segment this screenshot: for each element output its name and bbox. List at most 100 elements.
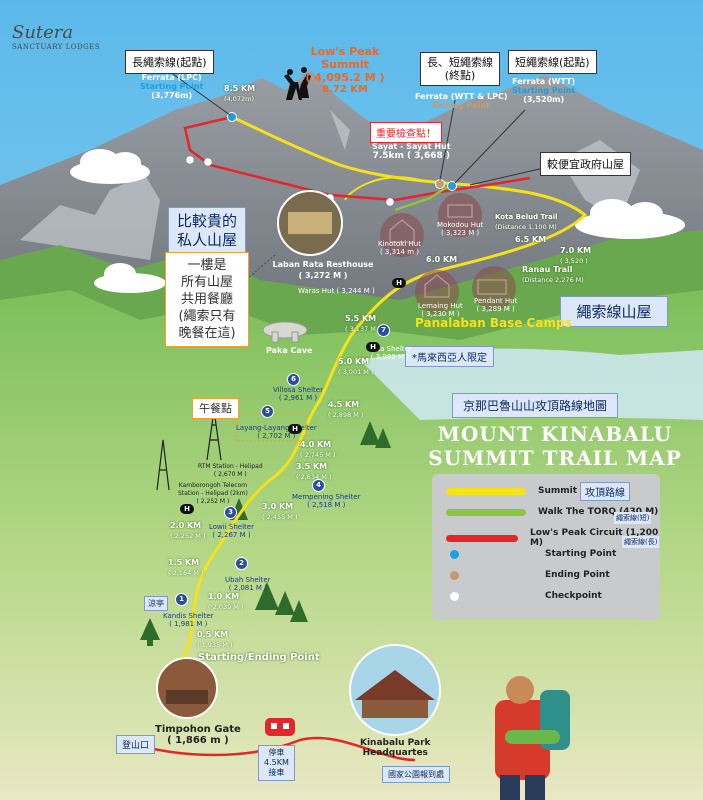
hiker-illustration <box>495 676 570 800</box>
lpc-start-cn: 長繩索線(起點) <box>125 50 214 74</box>
logo-name: Sutera <box>12 22 74 43</box>
trail-parking <box>119 736 416 762</box>
pendant-label: Pendant Hut( 3,289 M ) <box>474 297 518 313</box>
shelter-number-badge: 6 <box>287 373 300 386</box>
kota-belud-label: Kota Belud Trail(Distance 1,100 M) <box>495 213 558 231</box>
callout-lines <box>169 71 549 186</box>
mountain-snow <box>20 110 640 260</box>
parking-icon <box>265 718 295 736</box>
lunch-spot-box <box>235 412 307 442</box>
trees <box>140 421 391 646</box>
legend-lpc-cn: 繩索線(長) <box>622 536 660 548</box>
gate-cn: 登山口 <box>116 735 156 754</box>
legend-item: Low's Peak Circuit (1,200 M) <box>446 528 660 548</box>
waras-label: Waras Hut ( 3,244 M ) <box>298 287 375 295</box>
end-cn: 長、短繩索線 (終點) <box>420 52 500 86</box>
distance-marker-km: 7.0 KM <box>560 246 592 255</box>
rope-hut-cn: 繩索線山屋 <box>560 296 668 327</box>
distance-marker: 3.0 KM( 2,455 M ) <box>262 502 298 522</box>
legend-item: Walk The TORQ (430 M) <box>446 507 658 517</box>
legend-item: Checkpoint <box>446 591 602 601</box>
shelter-number-badge: 3 <box>224 506 237 519</box>
trail-summit <box>176 115 588 666</box>
lunch-cn: 午餐點 <box>192 398 239 419</box>
gov-hut-cn: 較便宜政府山屋 <box>540 152 631 176</box>
paka-cave-label: Paka Cave <box>266 346 313 355</box>
legend-label: Starting Point <box>545 549 617 559</box>
distance-marker-km: 5.0 KM <box>338 357 370 366</box>
start-point-wtt <box>447 181 457 191</box>
panalaban-label: Panalaban Base Camps <box>415 316 572 330</box>
climbers-silhouette <box>284 67 311 100</box>
end-info: Ferrata (WTT & LPC) Ending Point <box>415 92 508 110</box>
distance-marker-elev: ( 2,039 M ) <box>208 603 244 611</box>
distance-marker: 3.5 KM( 2,634 M ) <box>296 462 332 482</box>
timpohon-photo <box>156 657 218 719</box>
end-point <box>435 179 445 189</box>
legend-line-swatch <box>446 534 518 542</box>
distance-marker: 4.5 KM( 2,898 M ) <box>328 400 364 420</box>
distance-marker-elev: (4,072m) <box>224 95 255 103</box>
start-end-label: Starting/Ending Point <box>198 652 320 663</box>
legend-item: Starting Point <box>446 549 616 559</box>
legend-summit-cn: 攻頂路線 <box>580 482 630 501</box>
helipad-icon: H <box>392 278 406 288</box>
map-title-line1: MOUNT KINABALU <box>437 422 673 446</box>
helipad-icon: H <box>366 342 380 352</box>
distance-marker-elev: ( 3,137 M ) <box>345 325 381 333</box>
distance-marker-elev: ( 2,745 M ) <box>300 451 336 459</box>
map-title-line2: SUMMIT TRAIL MAP <box>428 446 682 470</box>
trail-wtt <box>394 183 451 212</box>
checkpoint-cn: 重要檢查點！ <box>370 122 442 143</box>
distance-marker-elev: ( 1,935 M ) <box>197 641 233 649</box>
ubah-label: Ubah Shelter( 2,081 M ) <box>225 576 271 592</box>
layang-label: Layang-Layang Shelter( 2,702 M ) <box>236 424 317 440</box>
distance-marker: 7.0 KM ( 3,520 ) <box>560 246 591 266</box>
legend-label: Ending Point <box>545 570 610 580</box>
lpc-info: Ferrata (LPC) Starting Point (3,776m) <box>140 73 204 100</box>
distance-marker-elev: ( 3,520 ) <box>560 257 588 265</box>
logo: Sutera SANCTUARY LODGES <box>12 22 100 51</box>
dining-cn: 一樓是 所有山屋 共用餐廳 (繩索只有 晚餐在這) <box>165 252 249 347</box>
distance-marker-elev: ( 2,252 M ) <box>170 532 206 540</box>
distance-marker-km: 6.5 KM <box>515 235 547 244</box>
distance-marker: 8.5 KM(4,072m) <box>224 84 255 104</box>
distance-marker-elev: ( 2,164 M ) <box>168 569 204 577</box>
helipad-icon: H <box>288 424 302 434</box>
lemaing-label: Lemaing Hut( 3,230 M ) <box>418 302 463 318</box>
legend-dot-swatch <box>450 570 459 580</box>
shelter-number-badge: 5 <box>261 405 274 418</box>
ranau-trail-label: Ranau Trail(Distance 2,276 M) <box>522 265 584 284</box>
hq-cn: 國家公園報到處 <box>382 766 450 783</box>
legend-item: Ending Point <box>446 570 610 580</box>
legend-dot-swatch <box>450 549 459 559</box>
logo-tagline: SANCTUARY LODGES <box>12 43 101 51</box>
legend-line-swatch <box>446 508 526 516</box>
private-hut-cn: 比較貴的 私人山屋 <box>168 207 247 255</box>
legend-label: Low's Peak Circuit (1,200 M) <box>529 528 659 548</box>
legend-label: Summit Trails <box>538 486 608 496</box>
villosa-label: Villosa Shelter( 2,961 M ) <box>273 386 323 402</box>
shelter-number-badge: 4 <box>312 479 325 492</box>
pavilion-cn: 涼亭 <box>144 596 168 611</box>
distance-marker: 5.5 KM ( 3,137 M ) <box>345 314 381 334</box>
legend-line-swatch <box>446 487 526 495</box>
summit-elevation: ( 4,095.2 M ) <box>305 71 385 84</box>
legend-label: Checkpoint <box>545 591 602 601</box>
distance-marker: 6.5 KM <box>515 235 546 245</box>
wtt-info: Ferrata (WTT) Starting Point (3,520m) <box>512 77 576 104</box>
malaysian-only-cn: *馬來西亞人限定 <box>405 346 494 367</box>
legend-label: Walk The TORQ (430 M) <box>538 507 659 517</box>
distance-marker-elev: ( 2,455 M ) <box>262 513 298 521</box>
distance-marker-km: 5.5 KM <box>345 314 377 323</box>
legend-item: Summit Trails <box>446 486 607 496</box>
distance-marker: 4.0 KM( 2,745 M ) <box>300 440 336 460</box>
mempening-label: Mempening Shelter( 2,518 M ) <box>292 493 361 509</box>
lowii-label: Lowii Shelter( 2,267 M ) <box>209 523 254 539</box>
timpohon-label: Timpohon Gate ( 1,866 m ) <box>155 724 241 746</box>
wtt-start-cn: 短繩索線(起點) <box>508 50 597 74</box>
legend-wtt-cn: 繩索線(短) <box>614 512 652 524</box>
distance-marker-elev: ( 2,898 M ) <box>328 411 364 419</box>
